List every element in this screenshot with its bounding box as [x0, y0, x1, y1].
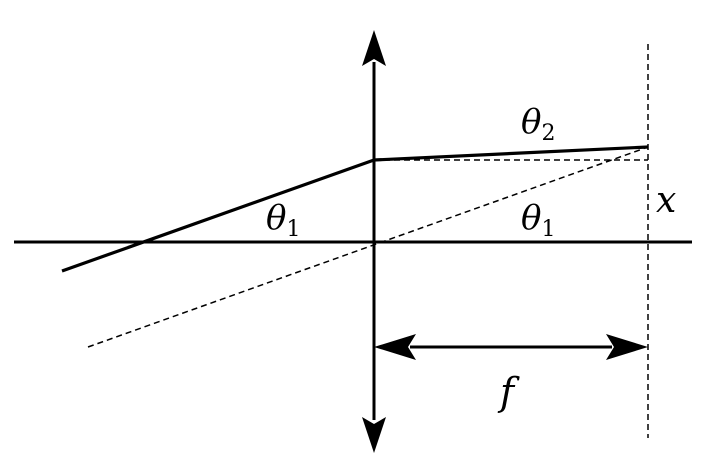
lens-bottom-arrowhead — [362, 417, 386, 453]
height-x-label: x — [656, 180, 676, 221]
focal-length-left-arrowhead — [374, 334, 416, 360]
focal-length-right-arrowhead — [606, 334, 648, 360]
chief-ray-dashed — [87, 146, 649, 348]
theta-2-label: θ2 — [521, 102, 555, 146]
theta-1-right-label: θ1 — [521, 198, 555, 242]
theta-1-left-label: θ1 — [266, 198, 300, 242]
focal-length-f-label: f — [497, 370, 520, 414]
incident-ray — [61, 158, 375, 273]
lens — [362, 30, 386, 453]
focal-length-dimension — [374, 334, 648, 360]
lens-top-arrowhead — [362, 30, 386, 66]
refracted-ray — [373, 145, 649, 162]
